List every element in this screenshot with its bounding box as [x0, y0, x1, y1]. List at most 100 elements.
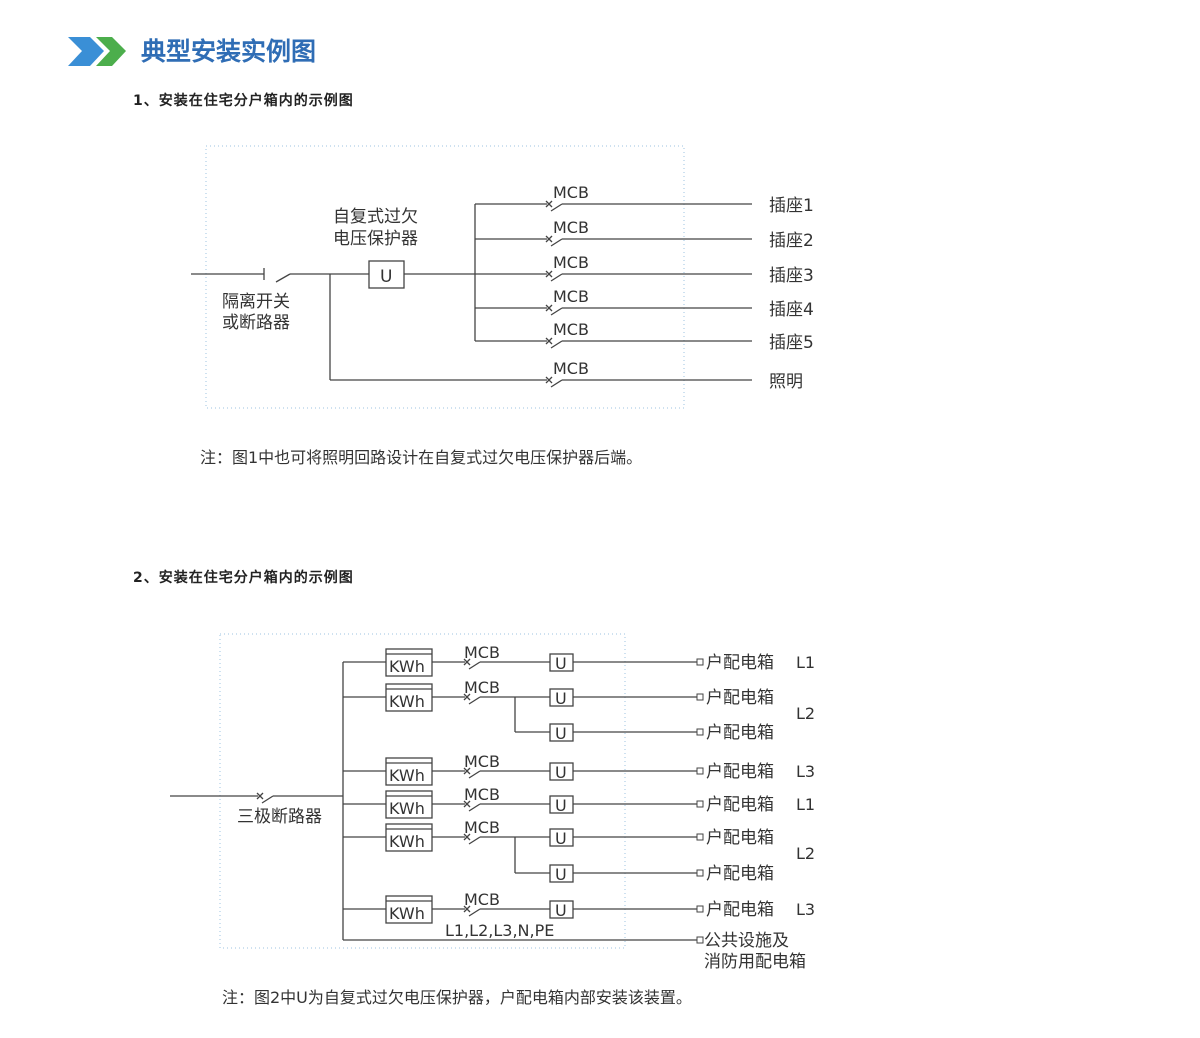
terminal-icon [696, 869, 704, 877]
terminal-icon [696, 658, 704, 666]
breaker-mark [463, 693, 471, 701]
mcb-label: MCB [464, 818, 500, 837]
phase-label: L2 [796, 844, 815, 863]
protector-label: 自复式过欠 [333, 207, 418, 227]
output-label: 户配电箱 [706, 723, 774, 743]
mcb-label: MCB [553, 320, 589, 339]
output-label: 户配电箱 [706, 688, 774, 708]
breaker-mark [256, 792, 264, 800]
figure1-heading: 1、安装在住宅分户箱内的示例图 [133, 92, 354, 109]
figure2-frame [219, 633, 626, 949]
output-label: 户配电箱 [706, 864, 774, 884]
public-label: 公共设施及 [704, 931, 789, 951]
cable-label: L1,L2,L3,N,PE [445, 921, 554, 940]
breaker-mark [545, 235, 553, 243]
mcb-label: MCB [464, 752, 500, 771]
mcb-label: MCB [553, 359, 589, 378]
figure1-note: 注：图1中也可将照明回路设计在自复式过欠电压保护器后端。 [200, 448, 642, 467]
output-label: 户配电箱 [706, 828, 774, 848]
output-label: 户配电箱 [706, 900, 774, 920]
output-label: 插座3 [769, 266, 814, 286]
breaker-mark [463, 833, 471, 841]
breaker-contact [550, 203, 563, 212]
mcb-label: MCB [464, 643, 500, 662]
kwh-label: KWh [389, 904, 425, 923]
mcb-label: MCB [553, 253, 589, 272]
protector-label: 电压保护器 [333, 229, 418, 249]
breaker-mark [545, 337, 553, 345]
protector-symbol: U [555, 901, 567, 920]
terminal-icon [696, 833, 704, 841]
phase-label: L1 [796, 653, 815, 672]
protector-symbol: U [555, 689, 567, 708]
protector-symbol: U [555, 763, 567, 782]
terminal-icon [696, 936, 704, 944]
isolator-label: 隔离开关 [222, 292, 290, 312]
phase-label: L3 [796, 762, 815, 781]
isolator-label: 或断路器 [222, 313, 290, 333]
protector-box [368, 260, 405, 289]
output-label: 插座5 [769, 333, 814, 353]
protector-symbol: U [555, 865, 567, 884]
output-label: 插座1 [769, 196, 814, 216]
phase-label: L1 [796, 795, 815, 814]
protector-symbol: U [555, 654, 567, 673]
breaker-contact [468, 661, 481, 670]
breaker-contact [550, 273, 563, 282]
kwh-label: KWh [389, 799, 425, 818]
phase-label: L2 [796, 704, 815, 723]
breaker-mark [545, 200, 553, 208]
breaker-contact [550, 340, 563, 349]
mcb-label: MCB [464, 678, 500, 697]
breaker-contact [468, 696, 481, 705]
kwh-label: KWh [389, 657, 425, 676]
isolator-blade [275, 273, 291, 283]
terminal-icon [696, 728, 704, 736]
output-label: 插座4 [769, 300, 814, 320]
output-label: 照明 [769, 372, 803, 392]
kwh-label: KWh [389, 692, 425, 711]
figure2-heading: 2、安装在住宅分户箱内的示例图 [133, 569, 354, 586]
output-label: 户配电箱 [706, 653, 774, 673]
breaker-mark [545, 270, 553, 278]
output-label: 户配电箱 [706, 795, 774, 815]
protector-symbol: U [555, 796, 567, 815]
breaker-contact [550, 307, 563, 316]
breaker-mark [545, 304, 553, 312]
kwh-label: KWh [389, 766, 425, 785]
figure1-frame [205, 145, 685, 409]
terminal-icon [696, 800, 704, 808]
mcb-label: MCB [464, 890, 500, 909]
public-label: 消防用配电箱 [704, 952, 806, 972]
breaker-mark [463, 658, 471, 666]
phase-label: L3 [796, 900, 815, 919]
breaker-mark [545, 376, 553, 384]
kwh-label: KWh [389, 832, 425, 851]
breaker-contact [468, 908, 481, 917]
mcb-label: MCB [464, 785, 500, 804]
output-label: 户配电箱 [706, 762, 774, 782]
breaker-mark [463, 800, 471, 808]
breaker-contact [261, 795, 274, 804]
page-title: 典型安装实例图 [141, 37, 316, 66]
breaker-contact [468, 770, 481, 779]
protector-symbol: U [555, 724, 567, 743]
breaker-mark [463, 767, 471, 775]
terminal-icon [696, 905, 704, 913]
mcb-label: MCB [553, 218, 589, 237]
chevron-icon [68, 37, 126, 66]
protector-symbol: U [555, 829, 567, 848]
breaker-contact [550, 238, 563, 247]
breaker-contact [468, 803, 481, 812]
mcb-label: MCB [553, 287, 589, 306]
breaker-contact [468, 836, 481, 845]
terminal-icon [696, 693, 704, 701]
main-breaker-label: 三极断路器 [237, 807, 322, 827]
breaker-mark [463, 905, 471, 913]
breaker-contact [550, 379, 563, 388]
terminal-icon [696, 767, 704, 775]
protector-symbol: U [380, 267, 392, 287]
output-label: 插座2 [769, 231, 814, 251]
